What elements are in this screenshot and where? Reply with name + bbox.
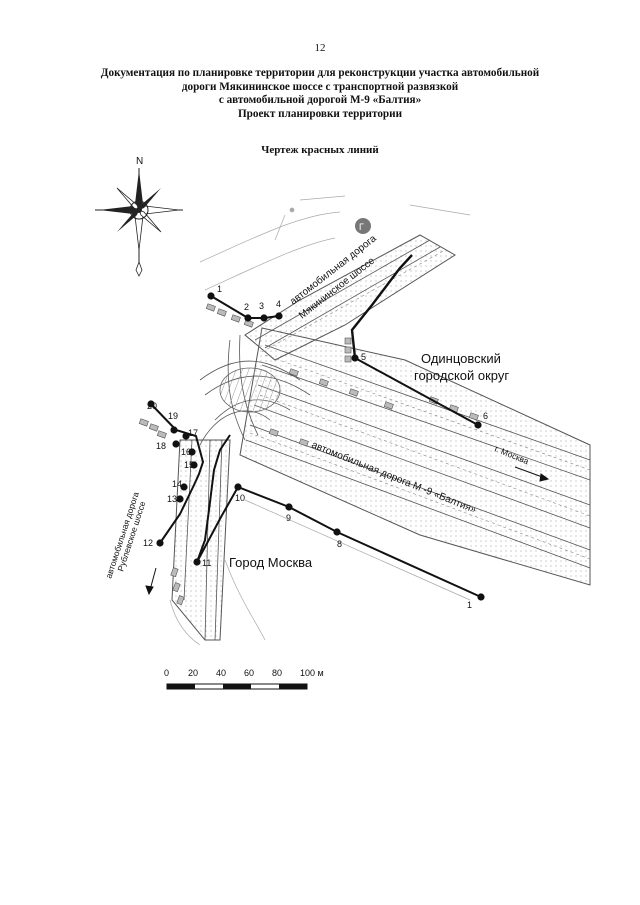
- red-lines: [150, 295, 482, 598]
- point-7-marker: [207, 292, 215, 300]
- point-6-marker: [474, 421, 482, 429]
- point-2-marker: [244, 314, 252, 322]
- red-line-myakinino: [350, 254, 413, 359]
- red-line-points: [147, 292, 485, 601]
- point-label-15: 15: [184, 460, 194, 470]
- point-10-marker: [234, 483, 242, 491]
- scale-bar: 0 20 40 60 80 100 м: [164, 668, 324, 690]
- scale-tick-0: 0: [164, 668, 169, 678]
- point-9-marker: [285, 503, 293, 511]
- point-16-marker: [188, 448, 196, 456]
- terrain-background: [199, 195, 471, 291]
- point-label-4: 4: [276, 299, 281, 309]
- odintsovo-label-2: городской округ: [414, 368, 509, 383]
- direction-arrows: [145, 466, 550, 596]
- point-label-19: 19: [168, 411, 178, 421]
- point-label-13: 13: [167, 494, 177, 504]
- title-line-2: дороги Мякининское шоссе с транспортной …: [181, 80, 459, 93]
- point-label-3: 3: [259, 301, 264, 311]
- interchange-ramps: [199, 334, 311, 446]
- point-1-marker: [477, 593, 485, 601]
- point-14-marker: [180, 483, 188, 491]
- city-moscow-label: Город Москва: [229, 555, 313, 570]
- compass-rose-icon: [95, 168, 183, 277]
- south-area: [169, 499, 471, 646]
- point-label-18: 18: [156, 441, 166, 451]
- compass-north-label: N: [136, 156, 143, 167]
- m9-highway: [239, 327, 591, 586]
- point-label-16: 16: [181, 447, 191, 457]
- point-3-marker: [260, 314, 268, 322]
- point-18-marker: [172, 440, 180, 448]
- scale-tick-80: 80: [272, 668, 282, 678]
- point-12-marker: [156, 539, 164, 547]
- marker-g-label: Г: [359, 222, 364, 232]
- title-line-1: Документация по планировке территории дл…: [100, 67, 540, 79]
- point-4-marker: [275, 312, 283, 320]
- point-17-marker: [182, 432, 190, 440]
- point-label-1: 1: [467, 600, 472, 610]
- title-line-4: Проект планировки территории: [237, 107, 403, 120]
- drawing-subtitle: Чертеж красных линий: [261, 144, 379, 156]
- rublevo-highway: [171, 439, 231, 641]
- point-label-7: 1: [217, 284, 222, 294]
- point-label-20: 20: [147, 401, 157, 411]
- point-label-2: 2: [244, 302, 249, 312]
- point-8-marker: [333, 528, 341, 536]
- marker-g-icon: Г: [355, 218, 371, 234]
- page-number: 12: [314, 42, 326, 54]
- scale-tick-40: 40: [216, 668, 226, 678]
- point-label-11: 11: [202, 558, 211, 568]
- point-label-8: 8: [337, 539, 342, 549]
- odintsovo-label-1: Одинцовский: [421, 351, 501, 366]
- point-20-marker: [147, 400, 155, 408]
- document-title: Документация по планировке территории дл…: [40, 67, 600, 121]
- point-11-marker: [193, 558, 201, 566]
- point-label-14: 14: [172, 479, 182, 489]
- title-line-3: с автомобильной дорогой М-9 «Балтия»: [218, 94, 422, 107]
- scale-tick-100: 100 м: [300, 668, 324, 678]
- point-label-10: 10: [235, 493, 245, 503]
- point-5-marker: [351, 354, 359, 362]
- point-label-12: 12: [143, 538, 153, 548]
- point-label-9: 9: [286, 513, 291, 523]
- point-15-marker: [190, 461, 198, 469]
- point-label-5: 5: [361, 352, 366, 362]
- point-19-marker: [170, 426, 178, 434]
- point-label-6: 6: [483, 411, 488, 421]
- scale-tick-20: 20: [188, 668, 198, 678]
- scale-tick-60: 60: [244, 668, 254, 678]
- point-13-marker: [176, 495, 184, 503]
- point-label-17: 17: [188, 428, 198, 438]
